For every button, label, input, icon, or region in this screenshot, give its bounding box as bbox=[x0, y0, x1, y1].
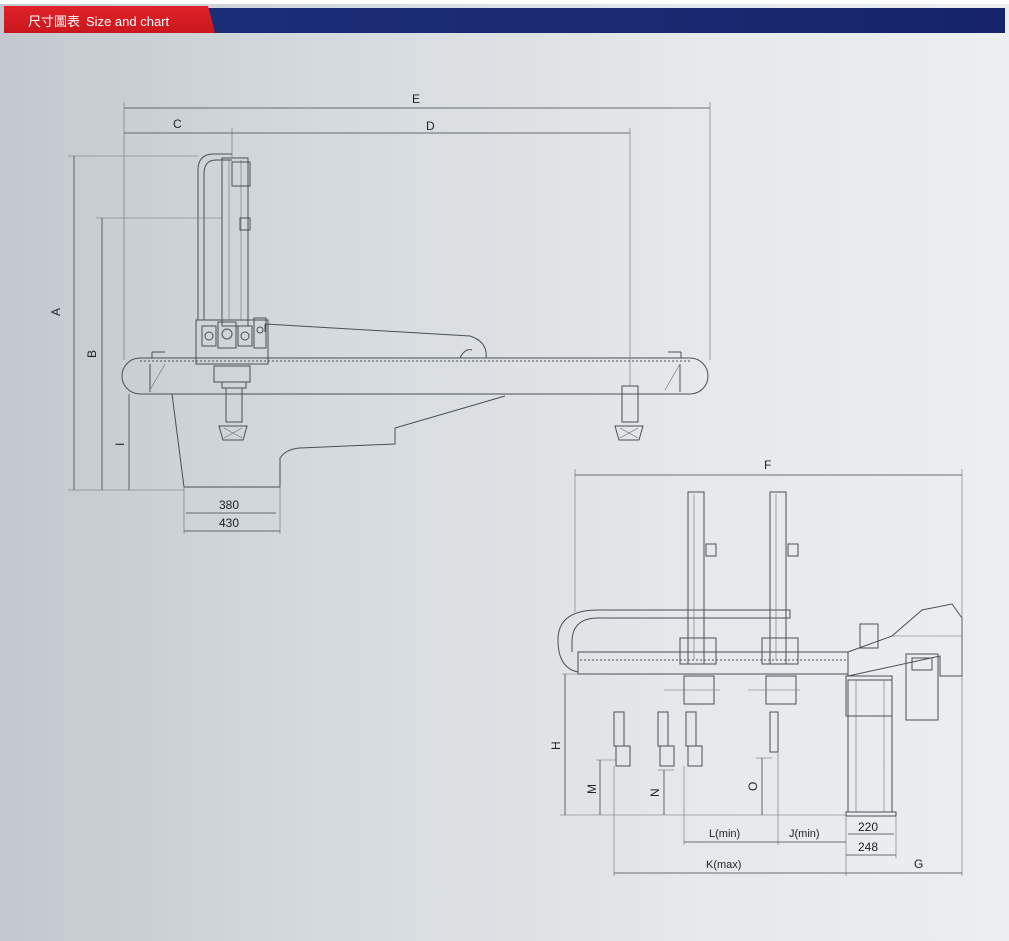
side-view-drawing: E C D A B I 380 430 bbox=[49, 92, 711, 534]
dim-label-j-min: J(min) bbox=[789, 828, 820, 840]
dim-label-m: M bbox=[585, 784, 599, 794]
section-title: 尺寸圖表 Size and chart bbox=[28, 11, 169, 30]
dim-label-i: I bbox=[113, 443, 127, 446]
front-view-drawing: F H M N O L(min) J(min) K(max) G 220 248 bbox=[549, 458, 963, 876]
dim-label-o: O bbox=[746, 782, 760, 791]
dim-label-l-min: L(min) bbox=[709, 828, 740, 840]
dim-label-g: G bbox=[914, 857, 923, 871]
dim-label-a: A bbox=[49, 308, 63, 316]
column-width-220: 220 bbox=[858, 820, 878, 834]
section-title-en: Size and chart bbox=[86, 14, 170, 29]
base-width-430: 430 bbox=[219, 516, 239, 530]
header-tab bbox=[4, 6, 215, 33]
dim-label-h: H bbox=[549, 741, 563, 750]
column-width-248: 248 bbox=[858, 840, 878, 854]
dim-label-k-max: K(max) bbox=[706, 859, 741, 871]
dim-label-b: B bbox=[85, 350, 99, 358]
dim-label-e: E bbox=[412, 92, 420, 106]
dim-label-f: F bbox=[764, 458, 771, 472]
section-title-cn: 尺寸圖表 bbox=[28, 14, 81, 29]
dim-label-n: N bbox=[648, 788, 662, 797]
base-width-380: 380 bbox=[219, 498, 239, 512]
dim-label-c: C bbox=[173, 117, 182, 131]
dim-label-d: D bbox=[426, 119, 435, 133]
